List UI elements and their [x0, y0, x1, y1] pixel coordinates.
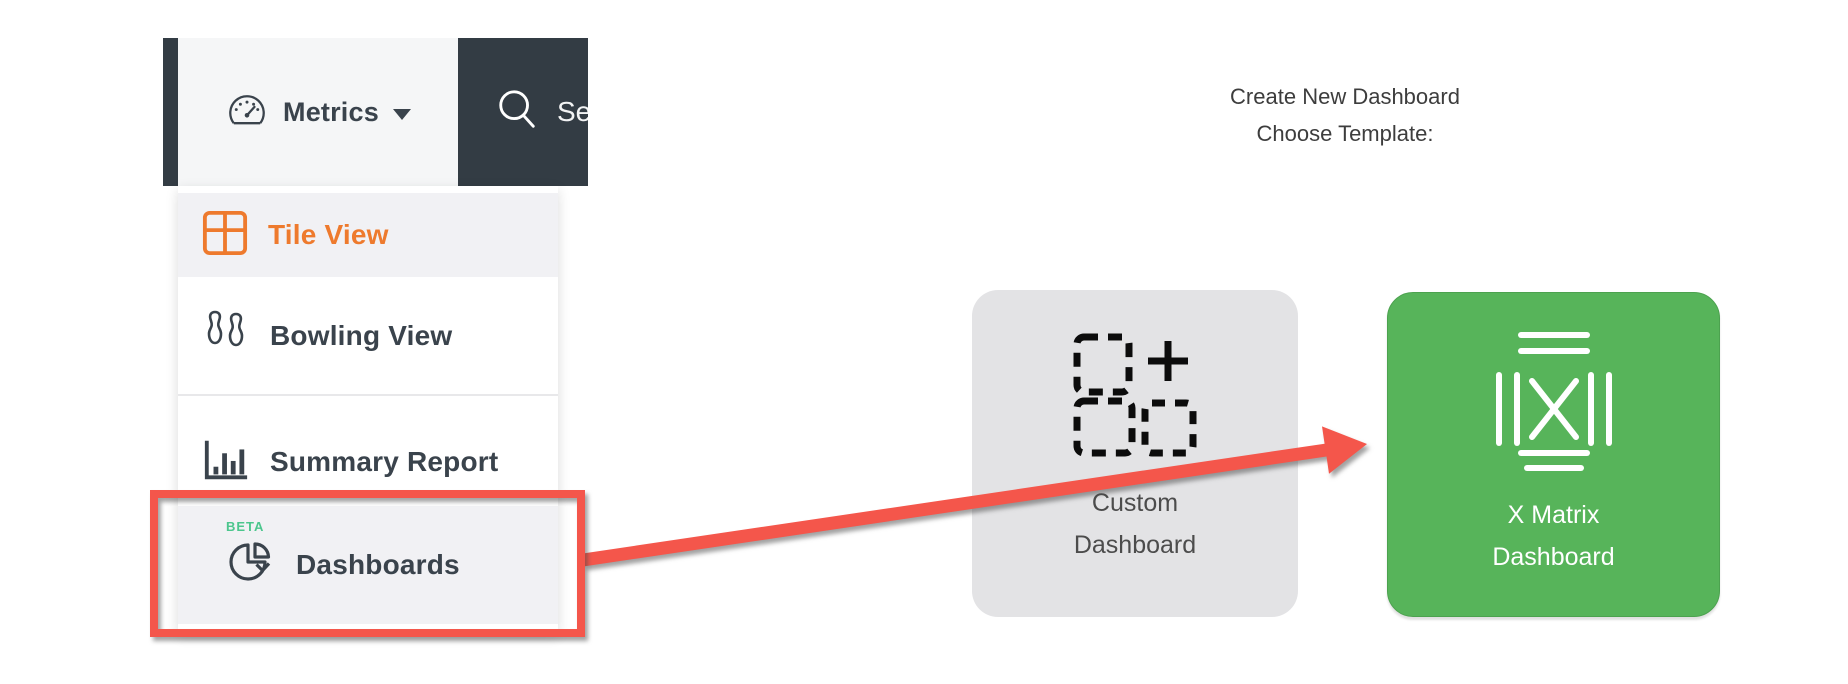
- menu-label-tile-view: Tile View: [268, 219, 389, 250]
- template-custom-dashboard[interactable]: Custom Dashboard: [972, 290, 1298, 617]
- menu-label-bowling-view: Bowling View: [270, 319, 453, 351]
- create-dashboard-title: Create New Dashboard Choose Template:: [1095, 78, 1595, 152]
- metrics-label: Metrics: [283, 96, 379, 127]
- grid-icon: [202, 210, 248, 261]
- title-line-1: Create New Dashboard: [1230, 84, 1460, 109]
- menu-item-dashboards[interactable]: BETA Dashboards: [178, 506, 558, 624]
- bowling-pins-icon: [202, 308, 250, 363]
- menu-label-dashboards: Dashboards: [296, 548, 460, 580]
- menu-label-summary-report: Summary Report: [270, 446, 499, 477]
- top-navbar: Metrics Se: [163, 38, 588, 186]
- menu-item-bowling-view[interactable]: Bowling View: [178, 277, 558, 394]
- menu-item-summary-report[interactable]: Summary Report: [178, 396, 558, 506]
- menu-divider: [178, 394, 558, 396]
- gauge-icon: [225, 88, 269, 137]
- magnifier-icon: [495, 87, 539, 138]
- custom-dashboard-icon: [1073, 333, 1197, 462]
- metrics-dropdown-menu: Tile View Bowling View: [178, 186, 558, 632]
- pie-chart-icon: [226, 537, 276, 592]
- menu-item-tile-view[interactable]: Tile View: [178, 193, 558, 277]
- bar-chart-icon: [202, 437, 250, 488]
- beta-badge: BETA: [226, 519, 265, 534]
- title-line-2: Choose Template:: [1256, 121, 1434, 146]
- x-matrix-icon: [1494, 325, 1614, 476]
- search-text-clipped: Se: [557, 96, 588, 127]
- metrics-nav-trigger[interactable]: Metrics: [178, 38, 458, 186]
- search-bar[interactable]: Se: [458, 38, 588, 186]
- template-x-matrix-dashboard[interactable]: X Matrix Dashboard: [1387, 292, 1720, 617]
- x-matrix-dashboard-label: X Matrix Dashboard: [1492, 501, 1615, 571]
- custom-dashboard-label: Custom Dashboard: [1073, 489, 1197, 559]
- chevron-down-icon: [392, 108, 411, 120]
